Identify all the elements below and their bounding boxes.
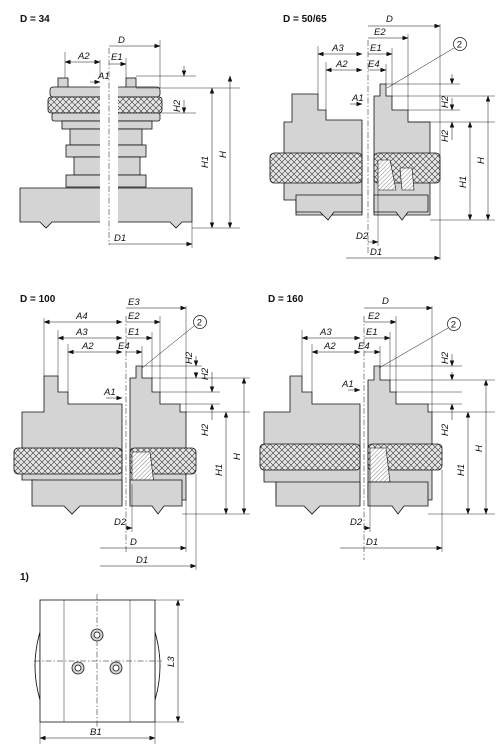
dim-H1: H1 — [214, 464, 225, 476]
dim-H2-bottom: H2 — [440, 129, 451, 142]
dim-D: D — [386, 14, 393, 25]
screw-left — [71, 661, 85, 675]
dim-A3: A3 — [319, 327, 332, 338]
dim-E1: E1 — [128, 327, 140, 338]
dim-A3: A3 — [75, 327, 88, 338]
dim-D: D — [130, 537, 137, 548]
view-title: D = 34 — [20, 14, 50, 25]
dim-A1: A1 — [351, 93, 364, 104]
dim-E2: E2 — [374, 27, 386, 38]
view-title: D = 50/65 — [283, 14, 327, 25]
dim-A1: A1 — [341, 379, 354, 390]
dim-H2-top: H2 — [440, 95, 451, 108]
callout-2: 2 — [457, 40, 462, 51]
dim-E1: E1 — [111, 52, 123, 63]
dim-D1: D1 — [136, 555, 148, 566]
dim-H: H — [476, 157, 487, 164]
dim-D: D — [382, 296, 389, 307]
dim-A2: A2 — [335, 59, 348, 70]
dim-E4: E4 — [368, 59, 380, 70]
dim-H2-middle: H2 — [200, 367, 211, 380]
view-d160: D = 160 2 D E2 A3 E1 A2 E4 — [259, 294, 495, 560]
dim-D: D — [118, 35, 125, 46]
dim-D1: D1 — [370, 247, 382, 258]
dim-D1: D1 — [366, 537, 378, 548]
screw-right — [109, 661, 123, 675]
view-title: D = 160 — [268, 294, 304, 305]
dim-H2: H2 — [172, 99, 183, 112]
dim-H2-top: H2 — [440, 351, 451, 364]
dim-A2: A2 — [323, 341, 336, 352]
view-d50-65: D = 50/65 2 D E2 A3 E1 A2 E4 — [269, 14, 495, 261]
dim-H2-bottom: H2 — [440, 423, 451, 436]
dim-A4: A4 — [75, 311, 88, 322]
view-title: D = 100 — [20, 294, 56, 305]
dim-D2: D2 — [356, 231, 369, 242]
dim-H2-top: H2 — [184, 351, 195, 364]
dim-E4: E4 — [358, 341, 370, 352]
dim-H1: H1 — [458, 176, 469, 188]
dim-B1: B1 — [90, 727, 102, 738]
dim-E2: E2 — [368, 311, 380, 322]
dim-E1: E1 — [366, 327, 378, 338]
dim-E1: E1 — [370, 43, 382, 54]
dim-E3: E3 — [128, 297, 140, 308]
dim-D2: D2 — [350, 517, 363, 528]
dim-L3: L3 — [166, 656, 177, 667]
screw-top — [90, 628, 104, 642]
dim-H: H — [218, 151, 229, 158]
view-d100: D = 100 2 A4 E3 E2 A3 E1 A2 — [13, 294, 250, 570]
dim-A2: A2 — [81, 341, 94, 352]
dim-A1: A1 — [97, 71, 110, 82]
dim-A2: A2 — [77, 51, 90, 62]
dim-E2: E2 — [128, 311, 140, 322]
dim-D2: D2 — [114, 517, 127, 528]
view-top: 1) L3 B1 — [20, 572, 184, 744]
dim-H2-bottom: H2 — [200, 423, 211, 436]
callout-2: 2 — [197, 318, 202, 329]
dim-H: H — [232, 453, 243, 460]
view-title: 1) — [20, 572, 29, 583]
dim-H1: H1 — [456, 464, 467, 476]
dim-A1: A1 — [103, 387, 116, 398]
dim-H: H — [474, 445, 485, 452]
dim-E4: E4 — [118, 341, 130, 352]
view-d34: D = 34 A2 D E1 A1 — [19, 14, 240, 248]
dim-A3: A3 — [331, 43, 344, 54]
callout-2: 2 — [451, 320, 456, 331]
dim-D1: D1 — [114, 233, 126, 244]
dim-H1: H1 — [200, 156, 211, 168]
